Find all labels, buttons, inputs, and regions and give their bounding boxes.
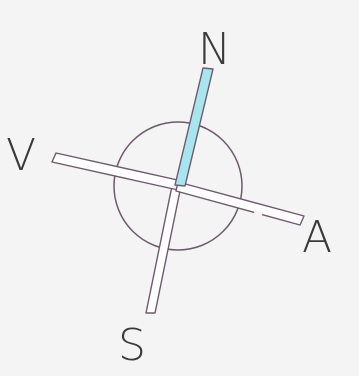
north-needle xyxy=(175,68,213,186)
west-arm xyxy=(52,153,182,190)
east-arm-gap xyxy=(254,213,262,215)
south-label: S xyxy=(118,320,146,371)
west-label: V xyxy=(6,130,36,181)
north-label: N xyxy=(198,24,231,75)
compass-axes xyxy=(52,68,304,313)
east-arm xyxy=(176,182,304,225)
east-label: A xyxy=(302,212,332,263)
